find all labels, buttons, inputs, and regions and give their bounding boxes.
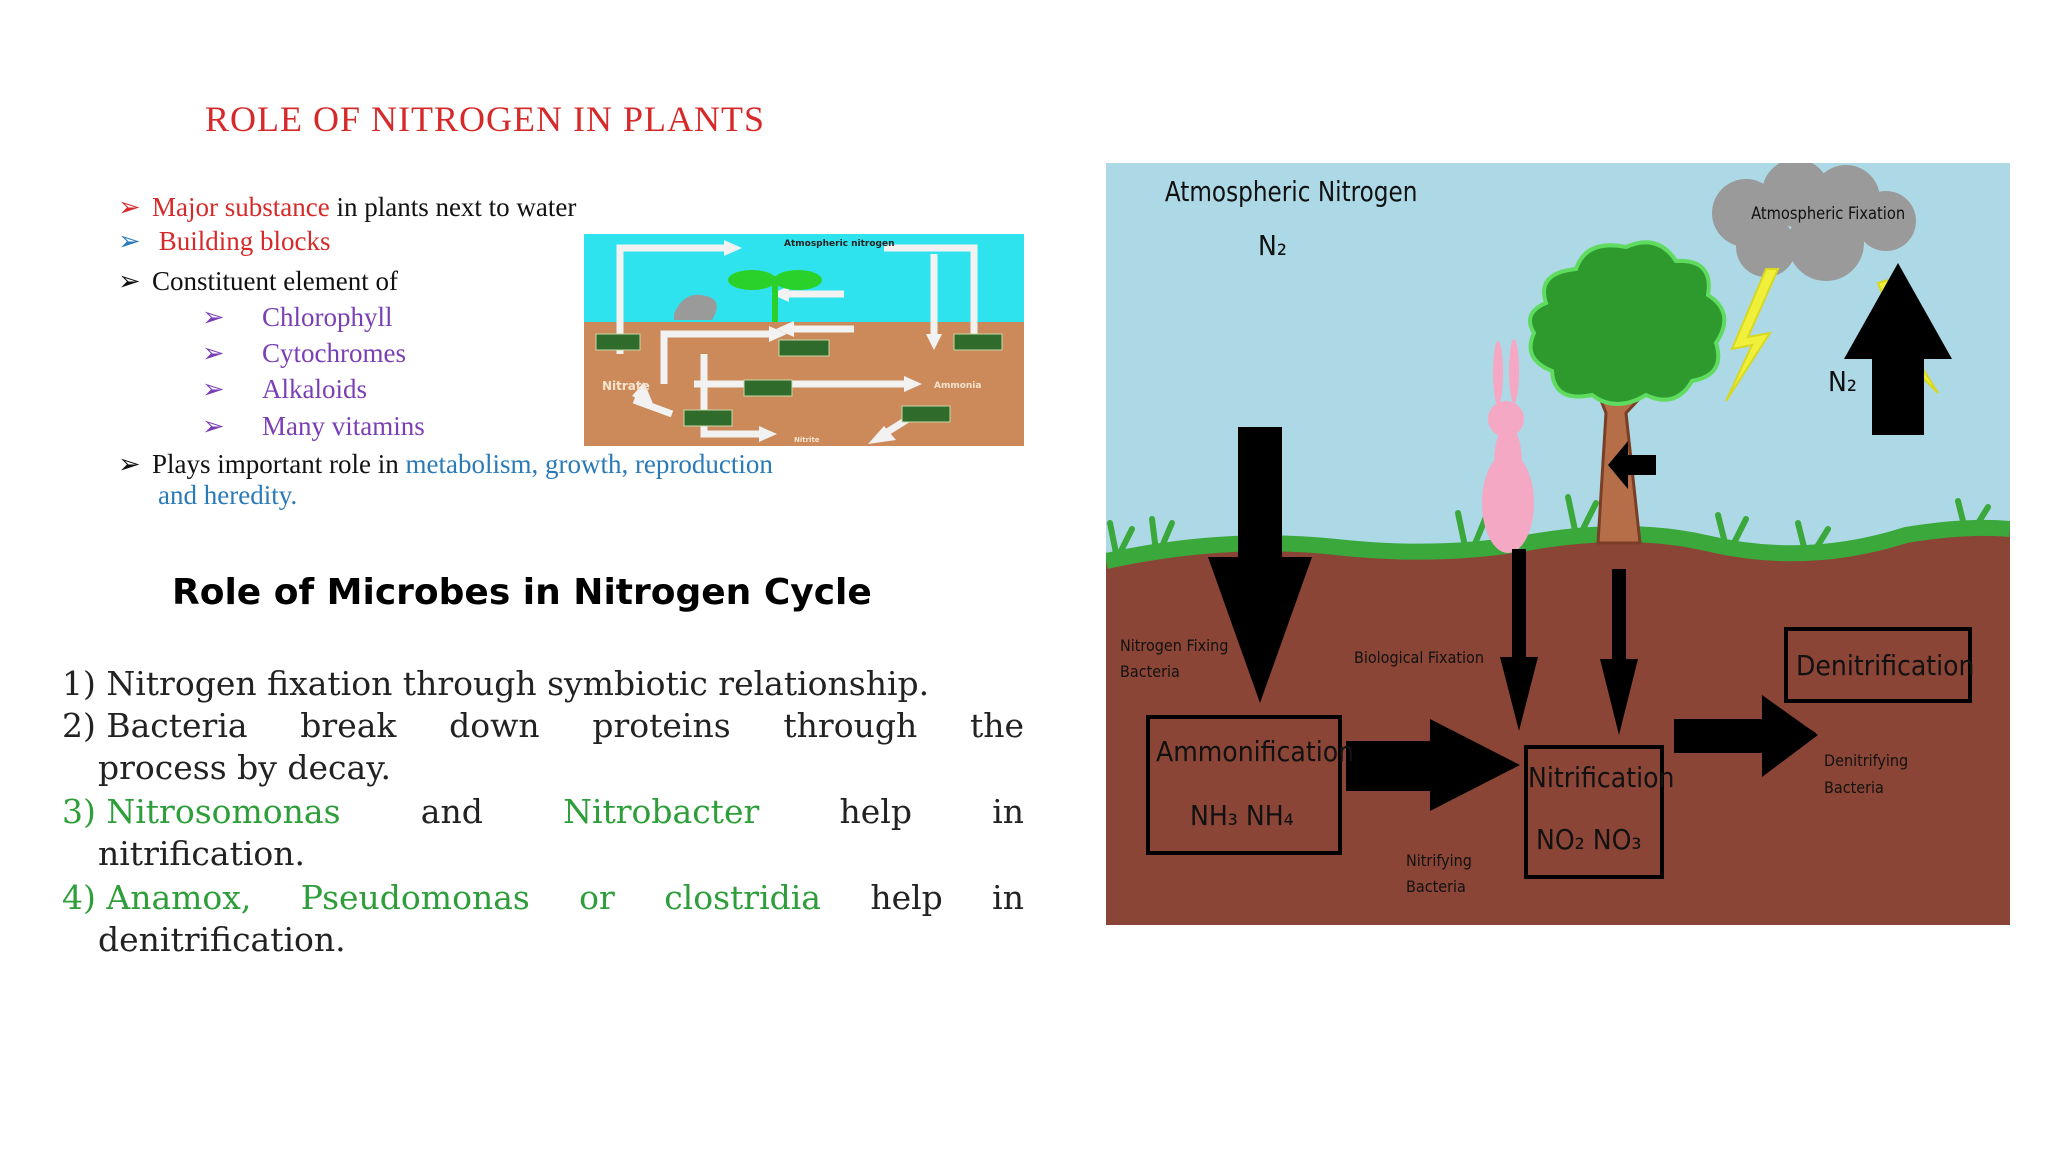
animal-icon xyxy=(674,294,717,320)
point-word-green: Pseudomonas xyxy=(300,878,530,917)
arrow-bullet-icon: ➢ xyxy=(202,302,225,332)
point-word-green: Nitrobacter xyxy=(563,792,760,831)
bio-fixation-label: Biological Fixation xyxy=(1354,648,1484,667)
nitrate-label: Nitrate xyxy=(602,379,650,393)
point-word: break xyxy=(300,706,397,745)
point-word: proteins xyxy=(592,706,731,745)
nitrifying-label-2: Bacteria xyxy=(1406,877,1466,896)
fixing-bacteria-label-1: Nitrogen Fixing xyxy=(1120,636,1228,655)
denitrifying-label-1: Denitrifying xyxy=(1824,751,1908,770)
point-word: down xyxy=(449,706,540,745)
down-arrow-atmospheric xyxy=(1208,427,1312,703)
arrow-bullet-icon: ➢ xyxy=(118,449,141,479)
arrow-bullet-icon: ➢ xyxy=(202,338,225,368)
point-word-green: 4) Anamox, xyxy=(62,878,252,917)
point-word: in xyxy=(992,878,1024,917)
point-3: 3) Nitrosomonas and Nitrobacter help in xyxy=(62,792,1024,831)
bacteria-patches xyxy=(595,333,1003,427)
arrow-bullet-icon: ➢ xyxy=(202,411,225,441)
denitrification-label: Denitrification xyxy=(1796,649,1975,682)
cloud-icon xyxy=(1712,163,1916,281)
tree-canopy xyxy=(1528,240,1727,406)
sub-bullet-cytochromes: ➢ Cytochromes xyxy=(202,338,406,369)
point-word-green: clostridia xyxy=(664,878,821,917)
nitrite-label: Nitrite xyxy=(794,436,820,444)
ammonification-label: Ammonification xyxy=(1156,735,1354,768)
bullet-building-blocks: ➢ Building blocks xyxy=(118,226,331,257)
bullet-constituent: ➢ Constituent element of xyxy=(118,266,398,297)
arrow-bullet-icon: ➢ xyxy=(118,192,141,222)
sub-bullet-text: Chlorophyll xyxy=(262,302,393,332)
point-word: help xyxy=(870,878,943,917)
sub-bullet-chlorophyll: ➢ Chlorophyll xyxy=(202,302,393,333)
microbes-heading: Role of Microbes in Nitrogen Cycle xyxy=(172,572,872,613)
bullet-red-text: Building blocks xyxy=(158,226,331,256)
atm-nitrogen-label: Atmospheric nitrogen xyxy=(784,239,895,249)
point-2: 2) Bacteria break down proteins through … xyxy=(62,706,1024,745)
ammonification-box xyxy=(1146,715,1342,855)
point-word: and xyxy=(420,792,483,831)
arrow-bullet-icon: ➢ xyxy=(202,374,225,404)
denitrifying-label-2: Bacteria xyxy=(1824,778,1884,797)
right-arrow-ammonification xyxy=(1346,719,1520,811)
sub-bullet-text: Many vitamins xyxy=(262,411,425,441)
arrow-bullet-icon: ➢ xyxy=(118,226,141,256)
nitrifying-label-1: Nitrifying xyxy=(1406,851,1472,870)
denitrification-box xyxy=(1784,627,1972,703)
right-arrow-nitrification-head xyxy=(1674,695,1818,777)
point-word: 2) Bacteria xyxy=(62,706,248,745)
slide-title: ROLE OF NITROGEN IN PLANTS xyxy=(205,99,765,139)
grass-tufts xyxy=(1107,494,1991,558)
point-word-green: or xyxy=(579,878,615,917)
sub-bullet-alkaloids: ➢ Alkaloids xyxy=(202,374,367,405)
bullet-blue-text: metabolism, growth, reproduction xyxy=(405,449,773,479)
fixing-bacteria-label-2: Bacteria xyxy=(1120,662,1180,681)
cycle-arrows xyxy=(616,244,978,438)
bullet-important-role: ➢ Plays important role in metabolism, gro… xyxy=(118,449,773,480)
up-arrow-denitrification xyxy=(1844,263,1952,435)
sub-bullet-text: Cytochromes xyxy=(262,338,406,368)
nitrification-label: Nitrification xyxy=(1528,761,1674,794)
bullet-text: Constituent element of xyxy=(152,266,398,296)
plant-icon xyxy=(728,270,822,322)
grass-line xyxy=(1106,519,2010,569)
small-nitrogen-cycle-diagram: Atmospheric nitrogen Nitrate Ammonia Nit… xyxy=(584,234,1024,446)
ammon-formula: NH₃ NH₄ xyxy=(1190,799,1294,832)
point-2-cont: process by decay. xyxy=(98,748,391,787)
n2-right-label: N₂ xyxy=(1828,365,1857,398)
sub-bullet-text: Alkaloids xyxy=(262,374,367,404)
bullet-important-role-cont: and heredity. xyxy=(158,480,298,510)
point-word: help xyxy=(839,792,912,831)
sub-bullet-vitamins: ➢ Many vitamins xyxy=(202,411,425,442)
point-1: 1) Nitrogen fixation through symbiotic r… xyxy=(62,664,930,703)
point-word: through xyxy=(783,706,918,745)
arrow-bullet-icon: ➢ xyxy=(118,266,141,296)
point-4-cont: denitrification. xyxy=(98,920,346,959)
down-arrow-bio-fixation xyxy=(1500,549,1538,731)
nitri-formula: NO₂ NO₃ xyxy=(1536,823,1642,856)
atm-fixation-label: Atmospheric Fixation xyxy=(1751,204,1905,223)
point-word: the xyxy=(969,706,1024,745)
lightning-icon xyxy=(1725,268,1780,402)
bullet-red-text: Major substance xyxy=(152,192,330,222)
atm-nitrogen-label: Atmospheric Nitrogen xyxy=(1165,176,1418,208)
bullet-text: in plants next to water xyxy=(336,192,577,222)
point-3-cont: nitrification. xyxy=(98,834,305,873)
ammonia-label: Ammonia xyxy=(934,381,981,391)
point-word-green: 3) Nitrosomonas xyxy=(62,792,341,831)
nitrogen-cycle-diagram: Atmospheric Nitrogen N₂ Atmospheric Fixa… xyxy=(1106,163,2010,925)
point-4: 4) Anamox, Pseudomonas or clostridia hel… xyxy=(62,878,1024,917)
down-arrow-nitrification xyxy=(1600,569,1638,735)
left-arrow-rabbit xyxy=(1608,441,1656,489)
point-word: in xyxy=(992,792,1024,831)
rabbit-icon xyxy=(1482,339,1534,553)
nitrification-box xyxy=(1524,745,1664,879)
bullet-major-substance: ➢ Major substance in plants next to water xyxy=(118,192,576,223)
bullet-text: Plays important role in xyxy=(152,449,399,479)
n2-label: N₂ xyxy=(1258,229,1287,262)
